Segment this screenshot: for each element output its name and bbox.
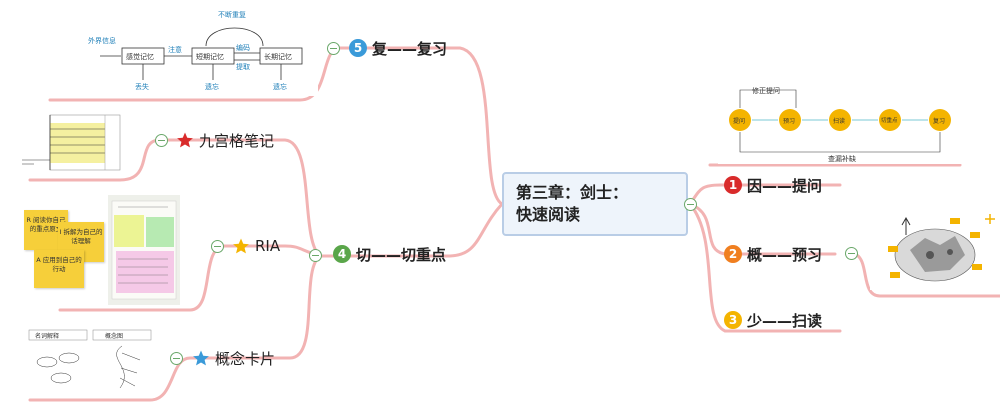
memory-arrow-retrieve: 提取 xyxy=(236,62,250,71)
branch-overview-tail xyxy=(853,252,1000,298)
central-topic[interactable]: 第三章：剑士： 快速阅读 xyxy=(502,172,688,236)
topic-overview-label: 概——预习 xyxy=(747,245,823,264)
flow-node-5: 复习 xyxy=(933,117,945,125)
jiugong-collapse-button[interactable] xyxy=(155,134,168,147)
memory-left-label: 外界信息 xyxy=(88,36,116,45)
central-topic-line1: 第三章：剑士： xyxy=(516,183,629,202)
flow-node-4: 切重点 xyxy=(881,116,898,124)
flow-node-3: 扫读 xyxy=(833,117,845,125)
ria-notebook-image xyxy=(108,195,180,305)
memory-box-sensory: 感觉记忆 xyxy=(126,52,154,61)
topic-scan-label: 少——扫读 xyxy=(747,311,823,330)
branch-review xyxy=(48,46,504,206)
topic-why[interactable]: 1 因——提问 xyxy=(724,174,822,196)
memory-top-label: 不断重复 xyxy=(218,10,246,19)
topic-why-label: 因——提问 xyxy=(747,176,823,195)
central-right-collapse-button[interactable] xyxy=(684,198,697,211)
number-2-badge: 2 xyxy=(724,245,742,263)
memory-model-image: 不断重复 外界信息 感觉记忆 注意 短期记忆 编码 提取 长期记忆 丢失 遗忘 … xyxy=(88,8,318,96)
flow-bottom-label: 查漏补缺 xyxy=(828,154,856,163)
orange-star-icon xyxy=(233,238,249,254)
topic-jiugong-label: 九宫格笔记 xyxy=(199,131,275,150)
number-3-badge: 3 xyxy=(724,311,742,329)
topic-review-label: 复——复习 xyxy=(372,39,448,58)
branch-scan xyxy=(688,202,842,333)
branch-key xyxy=(318,202,504,258)
number-1-badge: 1 xyxy=(724,176,742,194)
concept-collapse-button[interactable] xyxy=(170,352,183,365)
grid-notes-image xyxy=(20,105,125,175)
topic-overview[interactable]: 2 概——预习 xyxy=(724,243,822,265)
memory-bottom-3: 遗忘 xyxy=(273,82,287,91)
flow-node-2: 预习 xyxy=(783,117,795,125)
memory-bottom-1: 丢失 xyxy=(135,82,149,91)
red-star-icon xyxy=(177,132,193,148)
topic-concept-label: 概念卡片 xyxy=(215,349,276,368)
number-5-badge: 5 xyxy=(349,39,367,57)
ria-note-a: A 应用到自己的行动 xyxy=(34,250,84,288)
memory-arrow-attention: 注意 xyxy=(168,45,182,54)
memory-arrow-encode: 编码 xyxy=(236,43,250,52)
island-map-image xyxy=(870,210,995,290)
topic-concept[interactable]: 概念卡片 xyxy=(192,347,275,369)
number-4-badge: 4 xyxy=(333,245,351,263)
flow-node-1: 提问 xyxy=(733,117,745,125)
memory-box-short: 短期记忆 xyxy=(196,52,224,61)
overview-collapse-button[interactable] xyxy=(845,247,858,260)
concept-card-image: 名词解释 概念图 xyxy=(25,328,155,398)
memory-bottom-2: 遗忘 xyxy=(205,82,219,91)
key-collapse-button[interactable] xyxy=(309,249,322,262)
topic-key-label: 切——切重点 xyxy=(356,245,447,264)
branch-concept xyxy=(28,254,322,402)
concept-card-title-2: 概念图 xyxy=(105,332,123,340)
topic-jiugong[interactable]: 九宫格笔记 xyxy=(176,129,274,151)
branch-jiugong xyxy=(28,138,322,258)
topic-ria-label: RIA xyxy=(255,237,281,255)
reading-flow-image: 修正提问 提问 预习 扫读 切重点 复习 查漏补缺 xyxy=(718,82,968,164)
topic-scan[interactable]: 3 少——扫读 xyxy=(724,309,822,331)
blue-star-icon xyxy=(193,350,209,366)
topic-key[interactable]: 4 切——切重点 xyxy=(333,243,446,265)
flow-top-label: 修正提问 xyxy=(752,86,780,95)
central-topic-line2: 快速阅读 xyxy=(516,205,581,224)
memory-box-long: 长期记忆 xyxy=(264,52,292,61)
concept-card-title-1: 名词解释 xyxy=(35,332,59,340)
ria-collapse-button[interactable] xyxy=(211,240,224,253)
review-collapse-button[interactable] xyxy=(327,42,340,55)
topic-review[interactable]: 5 复——复习 xyxy=(349,37,447,59)
topic-ria[interactable]: RIA xyxy=(232,235,280,257)
branch-overview xyxy=(688,202,837,256)
